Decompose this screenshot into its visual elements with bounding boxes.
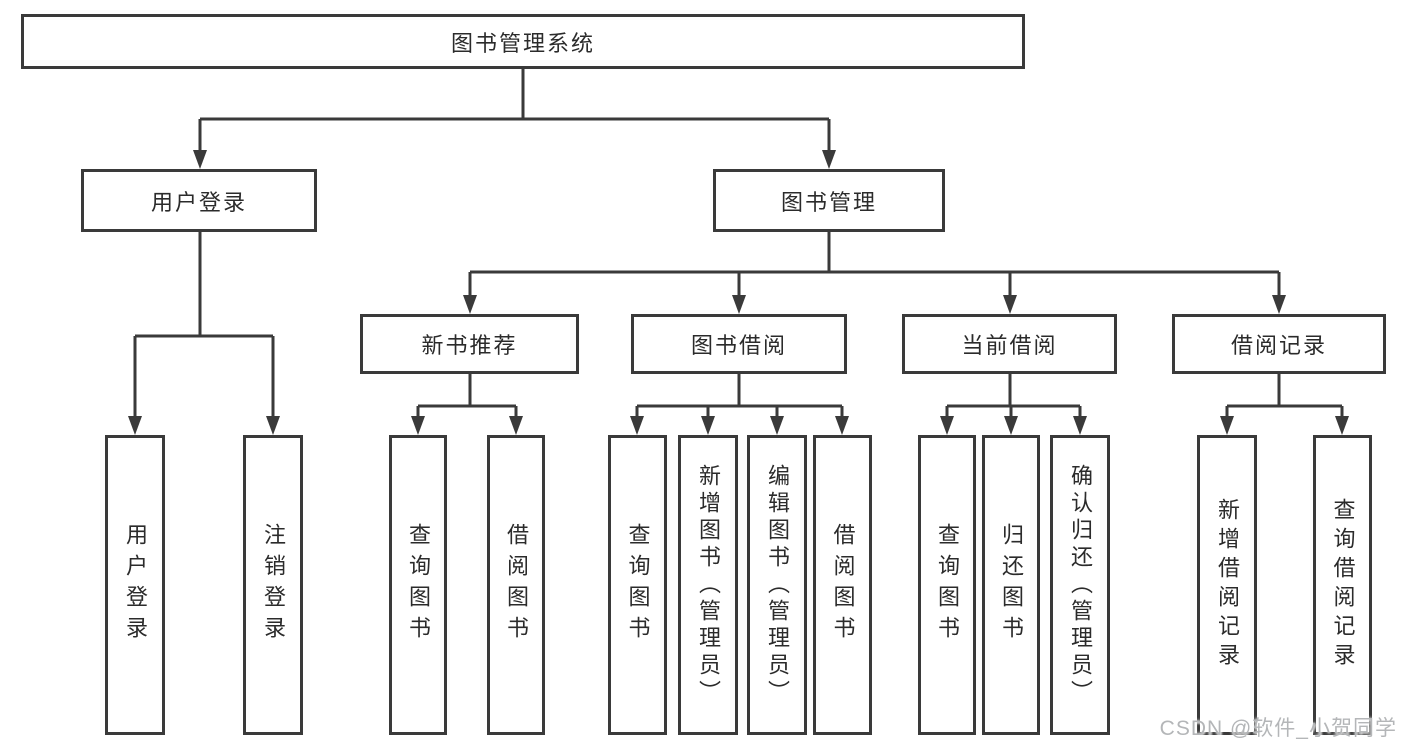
leaf-recommend-borrow-books-label: 借阅图书: [504, 523, 529, 647]
node-new-book-recommend-label: 新书推荐: [421, 333, 518, 358]
leaf-current-search-books-label: 查询图书: [935, 523, 960, 647]
leaf-records-search-record-label: 查询借阅记录: [1330, 498, 1356, 672]
leaf-borrowing-borrow-books-label: 借阅图书: [830, 523, 856, 647]
leaf-records-search-record: 查询借阅记录: [1313, 435, 1372, 735]
leaf-user-login: 用户登录: [105, 435, 165, 735]
node-book-borrowing: 图书借阅: [631, 314, 847, 374]
leaf-recommend-search-books: 查询图书: [389, 435, 447, 735]
leaf-recommend-search-books-label: 查询图书: [406, 523, 431, 647]
leaf-logout-label: 注销登录: [261, 523, 286, 647]
watermark: CSDN @软件_小贺同学: [1159, 717, 1397, 740]
leaf-borrowing-edit-books: 编辑图书（管理员）: [747, 435, 807, 735]
leaf-logout: 注销登录: [243, 435, 303, 735]
leaf-borrowing-edit-books-label: 编辑图书（管理员）: [765, 463, 790, 707]
node-user-login-label: 用户登录: [150, 189, 247, 215]
leaf-borrowing-borrow-books: 借阅图书: [813, 435, 872, 735]
leaf-borrowing-add-books-label: 新增图书（管理员）: [696, 463, 721, 707]
node-current-borrowing-label: 当前借阅: [961, 333, 1058, 358]
leaf-borrowing-search-books: 查询图书: [608, 435, 667, 735]
leaf-current-return-books-label: 归还图书: [999, 523, 1024, 647]
node-current-borrowing: 当前借阅: [902, 314, 1117, 374]
node-borrowing-records: 借阅记录: [1172, 314, 1386, 374]
leaf-borrowing-search-books-label: 查询图书: [625, 523, 651, 647]
node-book-borrowing-label: 图书借阅: [690, 333, 787, 358]
node-book-management: 图书管理: [713, 169, 945, 232]
leaf-borrowing-add-books: 新增图书（管理员）: [678, 435, 738, 735]
leaf-user-login-label: 用户登录: [123, 523, 148, 647]
leaf-current-search-books: 查询图书: [918, 435, 976, 735]
node-borrowing-records-label: 借阅记录: [1230, 333, 1327, 358]
node-book-management-label: 图书管理: [780, 189, 877, 215]
leaf-recommend-borrow-books: 借阅图书: [487, 435, 545, 735]
node-user-login: 用户登录: [81, 169, 317, 232]
leaf-current-return-books: 归还图书: [982, 435, 1040, 735]
leaf-records-add-record-label: 新增借阅记录: [1215, 498, 1240, 672]
node-root: 图书管理系统: [21, 14, 1025, 69]
node-new-book-recommend: 新书推荐: [360, 314, 579, 374]
leaf-current-confirm-return-label: 确认归还（管理员）: [1068, 463, 1093, 707]
node-root-label: 图书管理系统: [450, 30, 595, 56]
leaf-current-confirm-return: 确认归还（管理员）: [1050, 435, 1110, 735]
leaf-records-add-record: 新增借阅记录: [1197, 435, 1257, 735]
